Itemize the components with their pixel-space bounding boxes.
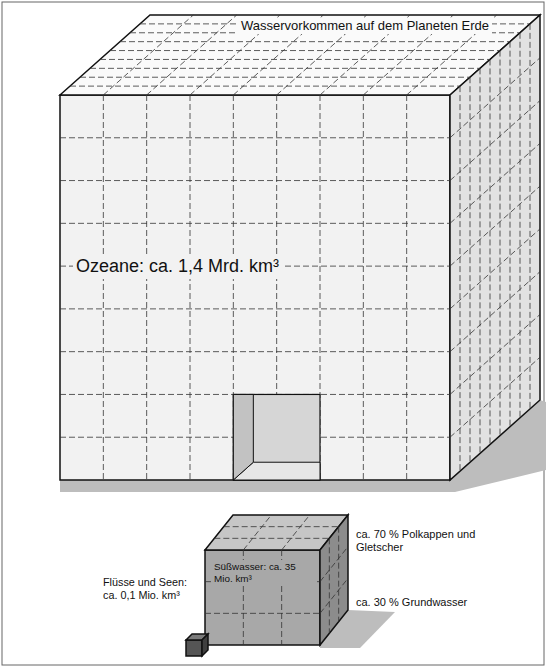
grid-line bbox=[480, 68, 481, 453]
grid-line bbox=[320, 547, 348, 582]
grid-line bbox=[510, 42, 511, 427]
grid-line bbox=[470, 77, 471, 462]
diagram-title: Wasservorkommen auf dem Planeten Erde bbox=[238, 18, 492, 34]
grid-line bbox=[60, 137, 450, 138]
grid-line bbox=[450, 58, 540, 138]
grid-line bbox=[460, 86, 461, 471]
grid-line bbox=[243, 515, 271, 550]
cube-notch bbox=[233, 394, 320, 480]
cube-front bbox=[186, 640, 202, 656]
grid-line bbox=[338, 527, 339, 622]
grid-line bbox=[147, 15, 237, 95]
grid-line bbox=[214, 538, 329, 539]
grid-line bbox=[103, 15, 193, 95]
grid-line bbox=[363, 95, 364, 480]
grid-line bbox=[363, 15, 453, 95]
cube-side bbox=[450, 15, 540, 480]
grid-line bbox=[70, 86, 460, 87]
grid-line bbox=[80, 77, 470, 78]
grid-line bbox=[530, 24, 531, 409]
grid-line bbox=[120, 41, 510, 42]
grid-line bbox=[190, 95, 191, 480]
grid-line bbox=[450, 357, 540, 437]
grid-line bbox=[205, 613, 320, 614]
grid-line bbox=[520, 33, 521, 418]
grid-line bbox=[490, 59, 491, 444]
cube-label: Süßwasser: ca. 35 Mio. km³ bbox=[211, 560, 317, 586]
grid-line bbox=[140, 23, 530, 24]
cube-side bbox=[320, 515, 348, 645]
grid-line bbox=[329, 538, 330, 633]
grid-line bbox=[146, 95, 147, 480]
grid-line bbox=[406, 95, 407, 480]
grid-line bbox=[407, 15, 497, 95]
water-cube: Flüsse und Seen: ca. 0,1 Mio. km³ bbox=[100, 575, 220, 663]
grid-line bbox=[450, 143, 540, 223]
grid-line bbox=[60, 180, 450, 181]
grid-line bbox=[320, 15, 410, 95]
grid-line bbox=[224, 526, 339, 527]
grid-line bbox=[450, 229, 540, 309]
grid-line bbox=[450, 272, 540, 352]
grid-line bbox=[60, 308, 450, 309]
notch-wall bbox=[233, 394, 253, 480]
grid-line bbox=[450, 101, 540, 181]
share-label: ca. 70 % Polkappen und Gletscher bbox=[354, 528, 488, 554]
cube-front bbox=[205, 550, 320, 645]
grid-line bbox=[190, 15, 280, 95]
grid-line bbox=[60, 223, 450, 224]
cube-outline bbox=[55, 10, 545, 490]
share-label: ca. 30 % Grundwasser bbox=[354, 596, 469, 609]
grid-line bbox=[90, 68, 480, 69]
grid-line bbox=[500, 51, 501, 436]
grid-line bbox=[60, 351, 450, 352]
cube-label: Flüsse und Seen: ca. 0,1 Mio. km³ bbox=[100, 575, 204, 603]
cube-label: Ozeane: ca. 1,4 Mrd. km³ bbox=[73, 255, 282, 279]
grid-line bbox=[450, 186, 540, 266]
cube-side bbox=[202, 634, 208, 656]
grid-line bbox=[282, 515, 310, 550]
water-cube: Ozeane: ca. 1,4 Mrd. km³ bbox=[55, 10, 545, 490]
grid-line bbox=[103, 95, 104, 480]
grid-line bbox=[277, 15, 367, 95]
water-cube: Süßwasser: ca. 35 Mio. km³ bbox=[200, 510, 350, 650]
grid-line bbox=[100, 59, 490, 60]
cube-front bbox=[60, 95, 450, 480]
grid-line bbox=[320, 578, 348, 613]
grid-line bbox=[110, 50, 500, 51]
grid-line bbox=[130, 32, 520, 33]
grid-line bbox=[233, 15, 323, 95]
grid-line bbox=[450, 314, 540, 394]
